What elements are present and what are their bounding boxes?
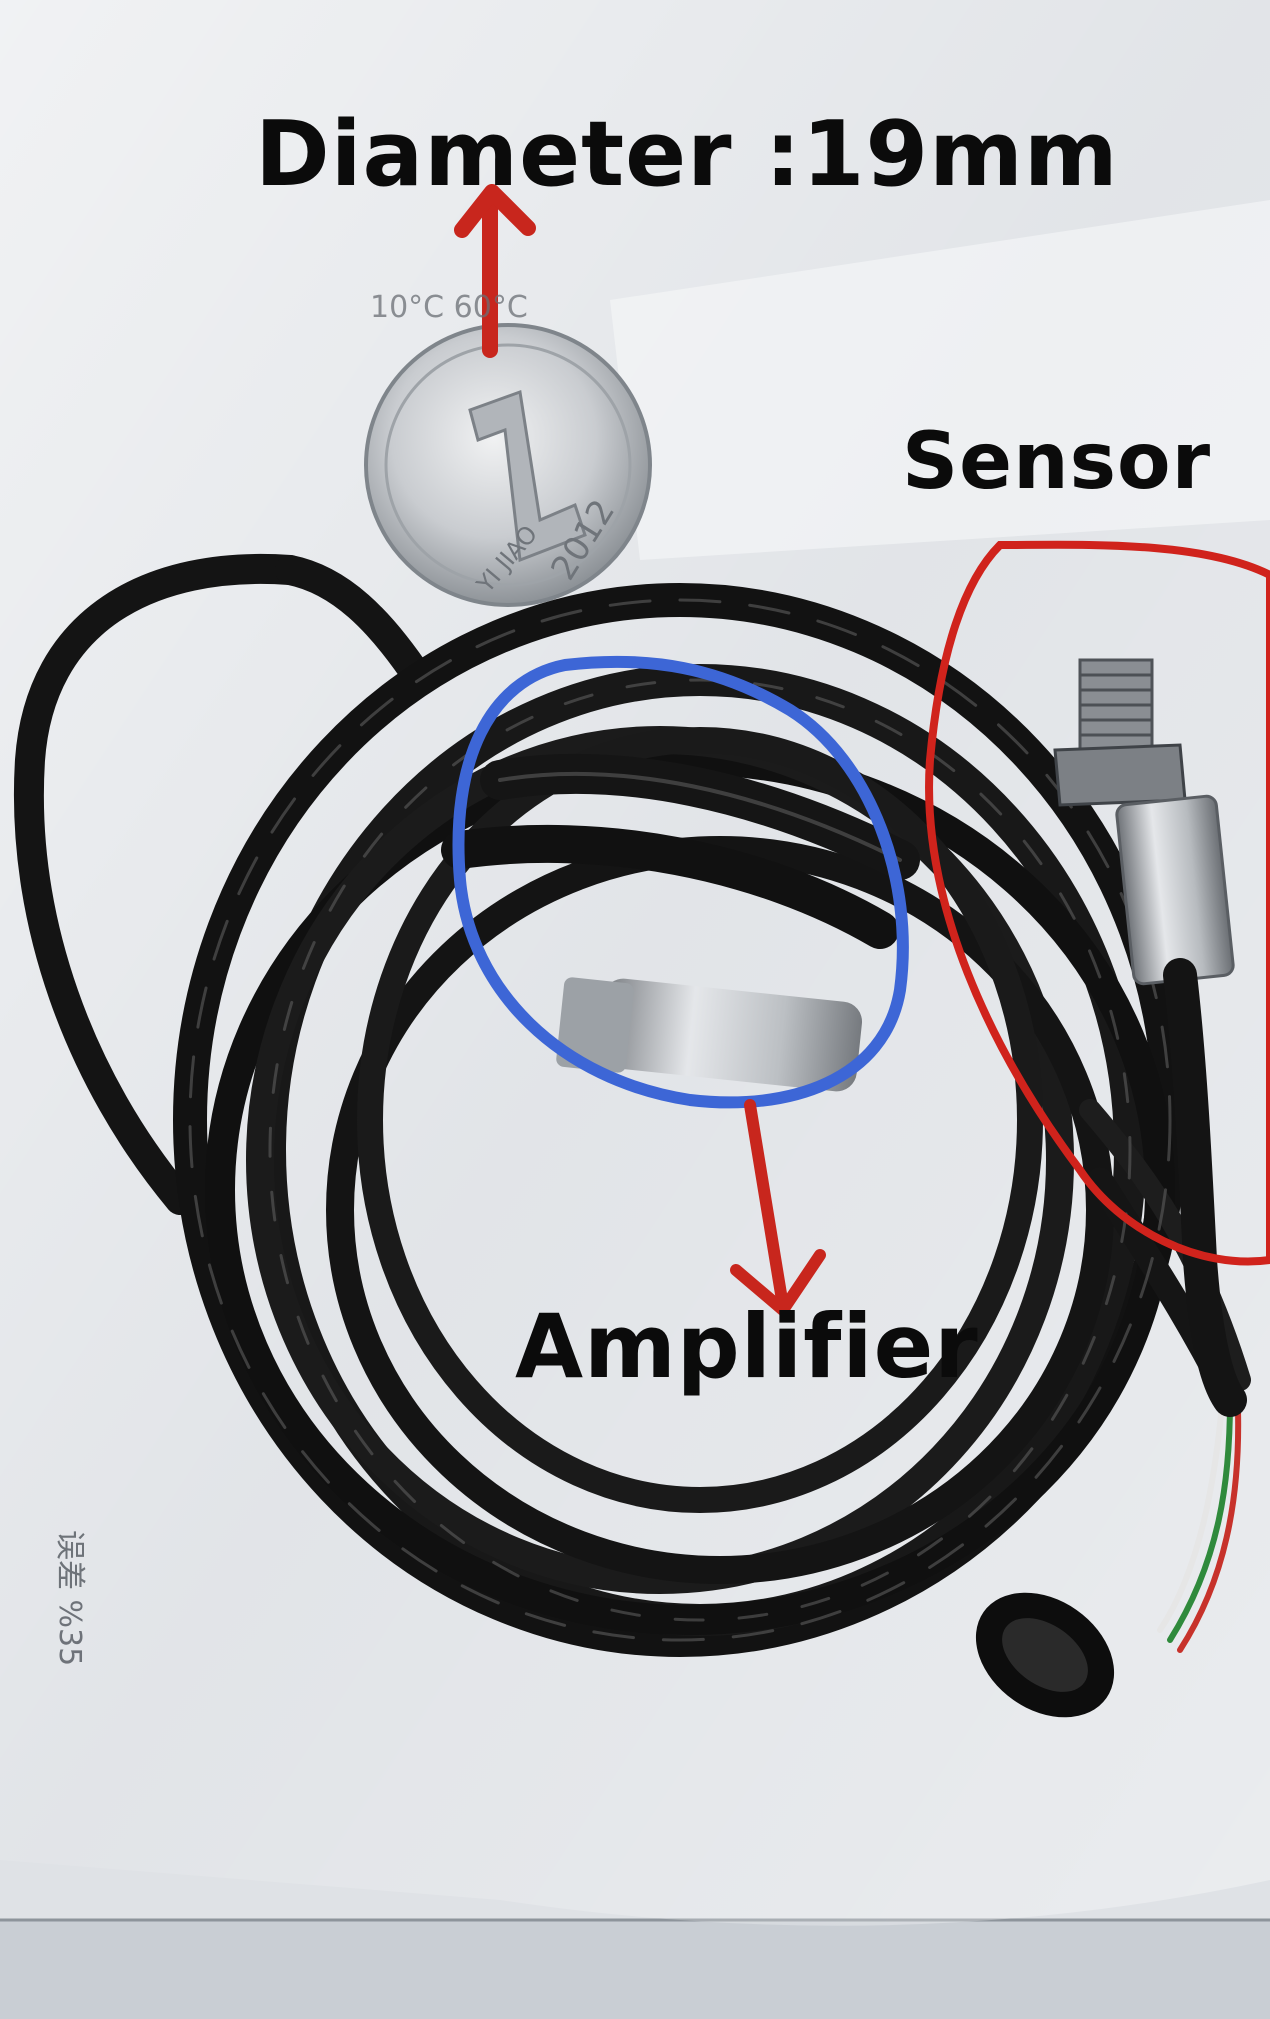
amplifier-arrow <box>730 1099 826 1316</box>
coin <box>364 323 652 607</box>
cable-knot <box>975 1592 1115 1718</box>
sensor-highlight-circle <box>925 540 1270 1266</box>
amplifier-highlight-circle <box>452 655 909 1109</box>
coiled-cable <box>13 554 1251 1657</box>
package-temperature-print: 10°C 60°C <box>370 290 528 325</box>
diameter-arrow <box>454 184 536 358</box>
package-rotated-print: 误差 %35 <box>52 1530 87 1667</box>
amplifier-label: Amplifier <box>515 1295 979 1398</box>
sensor-probe <box>1053 658 1247 1417</box>
wire-leads <box>1157 1397 1242 1653</box>
sensor-label: Sensor <box>902 417 1212 507</box>
diameter-label: Diameter :19mm <box>255 102 1119 207</box>
amplifier-body <box>556 977 863 1092</box>
label-sticker <box>610 200 1270 560</box>
table-edge <box>0 1920 1270 2019</box>
